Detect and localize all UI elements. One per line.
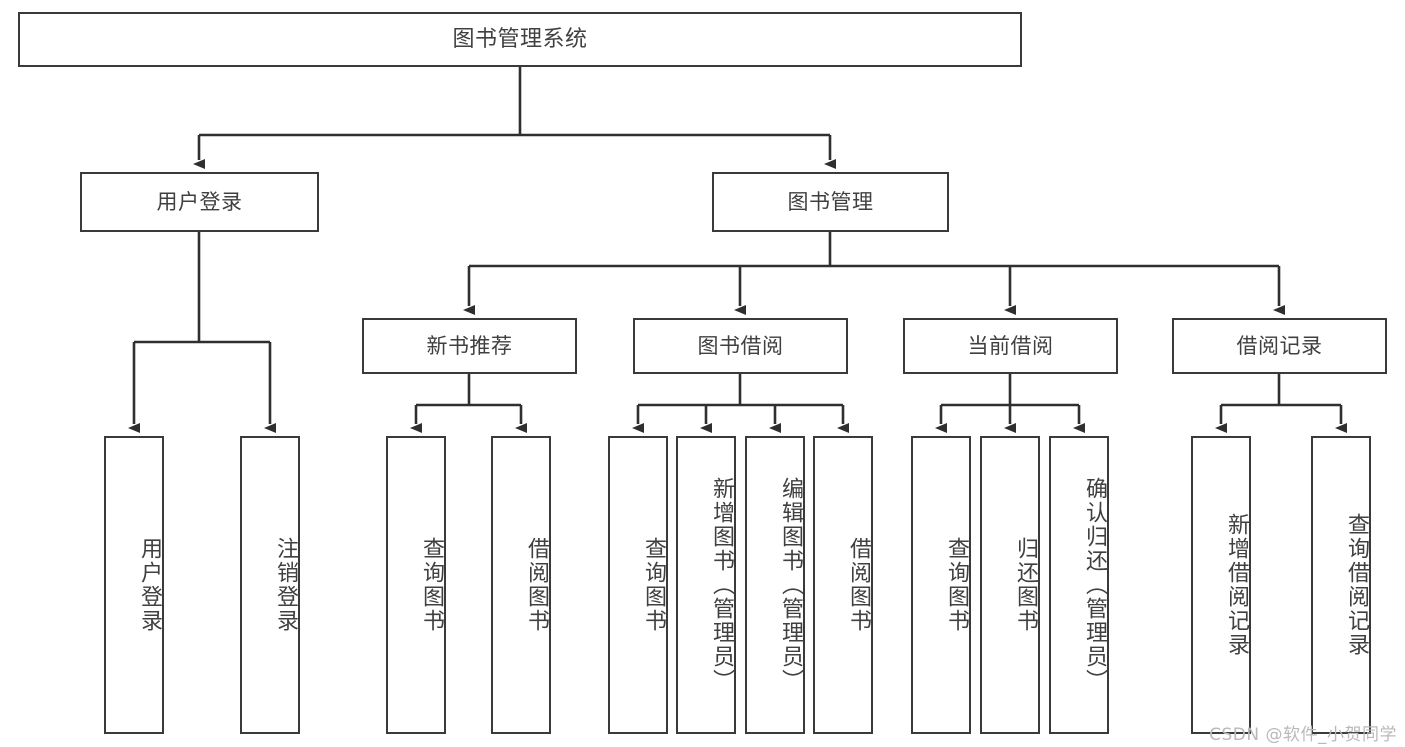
node-root-library-management-system[interactable]: 图书管理系统 (18, 12, 1022, 67)
node-current-borrowing[interactable]: 当前借阅 (903, 318, 1118, 374)
node-new-book-recommendation[interactable]: 新书推荐 (362, 318, 577, 374)
node-label: 注销登录 (273, 537, 298, 633)
leaf-new-book-borrow-book[interactable]: 借阅图书 (491, 436, 551, 734)
node-label: 图书管理 (787, 189, 874, 214)
leaf-book-borrow-edit-book-admin[interactable]: 编辑图书（管理员） (745, 436, 805, 734)
leaf-book-borrow-borrow-book[interactable]: 借阅图书 (813, 436, 873, 734)
leaf-current-borrow-return-book[interactable]: 归还图书 (980, 436, 1040, 734)
node-label: 用户登录 (137, 537, 162, 633)
node-label: 查询图书 (641, 537, 666, 633)
node-label: 图书管理系统 (452, 26, 588, 52)
node-label: 用户登录 (156, 189, 243, 214)
node-label: 归还图书 (1013, 537, 1038, 633)
node-label: 新增图书（管理员） (709, 477, 734, 693)
node-user-login[interactable]: 用户登录 (80, 172, 319, 232)
leaf-new-book-query-book[interactable]: 查询图书 (386, 436, 446, 734)
leaf-current-borrow-query-book[interactable]: 查询图书 (911, 436, 971, 734)
leaf-current-borrow-confirm-return-admin[interactable]: 确认归还（管理员） (1049, 436, 1109, 734)
csdn-watermark: CSDN @软件_小贺同学 (1209, 725, 1397, 745)
node-borrowing-records[interactable]: 借阅记录 (1172, 318, 1387, 374)
node-label: 借阅图书 (846, 537, 871, 633)
node-label: 新书推荐 (426, 333, 513, 358)
node-label: 查询图书 (419, 537, 444, 633)
node-label: 新增借阅记录 (1224, 513, 1249, 657)
node-label: 查询借阅记录 (1344, 513, 1369, 657)
leaf-book-borrow-add-book-admin[interactable]: 新增图书（管理员） (676, 436, 736, 734)
node-book-borrowing[interactable]: 图书借阅 (633, 318, 848, 374)
leaf-user-login-login[interactable]: 用户登录 (104, 436, 164, 734)
node-label: 查询图书 (944, 537, 969, 633)
node-label: 编辑图书（管理员） (778, 477, 803, 693)
node-label: 图书借阅 (697, 333, 784, 358)
node-label: 借阅图书 (524, 537, 549, 633)
node-label: 借阅记录 (1236, 333, 1323, 358)
leaf-borrow-record-query-record[interactable]: 查询借阅记录 (1311, 436, 1371, 734)
leaf-user-login-logout[interactable]: 注销登录 (240, 436, 300, 734)
node-label: 当前借阅 (967, 333, 1054, 358)
node-book-management[interactable]: 图书管理 (712, 172, 949, 232)
leaf-book-borrow-query-book[interactable]: 查询图书 (608, 436, 668, 734)
node-label: 确认归还（管理员） (1082, 477, 1107, 693)
leaf-borrow-record-add-record[interactable]: 新增借阅记录 (1191, 436, 1251, 734)
